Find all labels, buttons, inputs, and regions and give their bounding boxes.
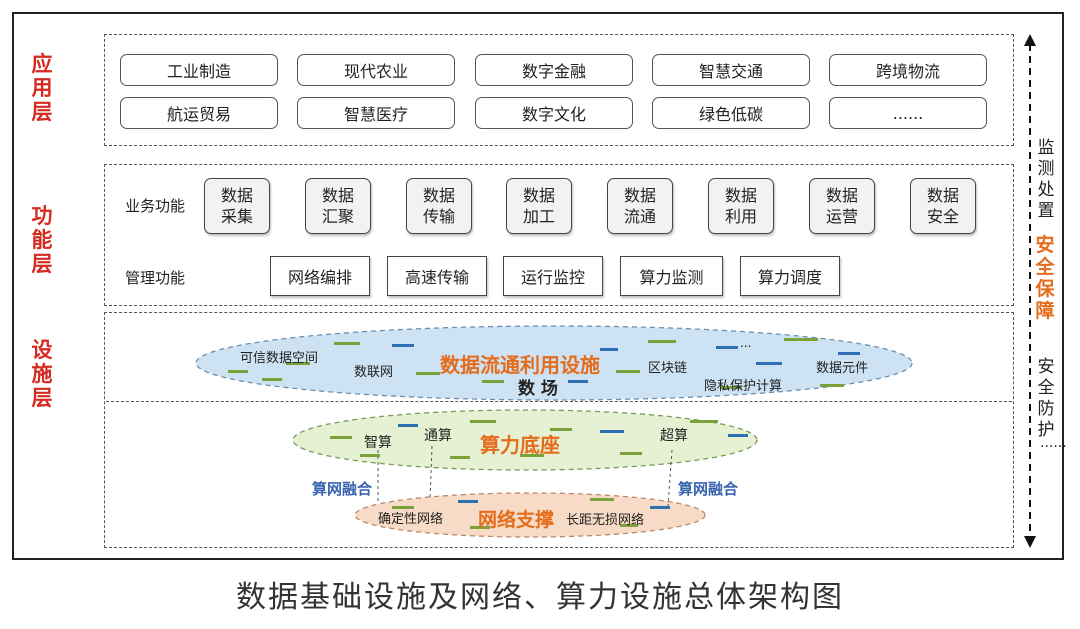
diagram-caption: 数据基础设施及网络、算力设施总体架构图 — [236, 580, 844, 615]
biz-function-line2: 安全 — [926, 207, 959, 226]
biz-function-item: 数据运营 — [809, 178, 875, 234]
vertical-char: 全 — [1035, 256, 1055, 278]
biz-function-label: 业务功能 — [125, 197, 186, 215]
biz-function-line2: 汇聚 — [321, 207, 354, 226]
data-flow-title: 数据流通利用设施 — [440, 353, 600, 377]
layer-label-infra-text: 设施层 — [22, 338, 62, 410]
compute-item-2: 超算 — [660, 428, 688, 444]
vertical-char: 测 — [1037, 159, 1055, 179]
app-layer-box — [104, 34, 1014, 146]
biz-function-line2: 运营 — [825, 207, 858, 226]
vertical-char: 设 — [31, 338, 53, 362]
biz-function-item: 数据加工 — [506, 178, 572, 234]
app-item: 数字金融 — [475, 54, 633, 86]
side-label-more: ...... — [1040, 435, 1067, 451]
side-label-protect: 安全防护 — [1033, 357, 1059, 441]
app-item: ...... — [829, 97, 987, 129]
mgmt-function-item: 高速传输 — [387, 256, 487, 296]
mgmt-function-item: 网络编排 — [270, 256, 370, 296]
app-item: 智慧医疗 — [297, 97, 455, 129]
layer-label-infra: 设施层 — [22, 338, 62, 410]
vertical-char: 层 — [31, 100, 53, 124]
data-field-label: 数 场 — [518, 379, 558, 399]
biz-function-line1: 数据 — [926, 186, 959, 205]
mgmt-function-item: 算力调度 — [740, 256, 840, 296]
biz-function-item: 数据传输 — [406, 178, 472, 234]
app-item: 智慧交通 — [652, 54, 810, 86]
biz-function-line2: 传输 — [422, 207, 455, 226]
biz-function-line1: 数据 — [522, 186, 555, 205]
biz-function-item: 数据利用 — [708, 178, 774, 234]
biz-function-line1: 数据 — [724, 186, 757, 205]
vertical-char: 全 — [1037, 378, 1055, 398]
app-item: 现代农业 — [297, 54, 455, 86]
data-flow-item-4: 数据元件 — [816, 361, 869, 376]
mgmt-function-label: 管理功能 — [125, 269, 186, 287]
vertical-char: 层 — [31, 386, 53, 410]
biz-function-line2: 流通 — [623, 207, 656, 226]
compute-title: 算力底座 — [480, 433, 560, 457]
app-item: 绿色低碳 — [652, 97, 810, 129]
biz-function-line2: 采集 — [220, 207, 253, 226]
vertical-char: 层 — [31, 252, 53, 276]
vertical-char: 监 — [1037, 138, 1055, 158]
app-item: 工业制造 — [120, 54, 278, 86]
vertical-char: 能 — [31, 228, 53, 252]
mgmt-function-item: 算力监测 — [620, 256, 723, 296]
compute-item-1: 通算 — [424, 428, 452, 444]
layer-label-app-text: 应用层 — [22, 52, 62, 124]
app-item: 跨境物流 — [829, 54, 987, 86]
vertical-char: 安 — [1037, 357, 1055, 377]
app-item: 数字文化 — [475, 97, 633, 129]
biz-function-line1: 数据 — [623, 186, 656, 205]
data-flow-item-3: 隐私保护计算 — [704, 379, 783, 394]
data-flow-item-5: ... — [740, 336, 752, 350]
biz-function-item: 数据采集 — [204, 178, 270, 234]
vertical-char: 置 — [1037, 201, 1055, 221]
biz-function-line2: 利用 — [724, 207, 757, 226]
network-item-1: 长距无损网络 — [566, 513, 645, 528]
layer-label-app: 应用层 — [22, 52, 62, 124]
infra-layer-box — [104, 312, 1014, 548]
vertical-char: 保 — [1035, 278, 1055, 300]
biz-function-item: 数据流通 — [607, 178, 673, 234]
layer-label-func-text: 功能层 — [22, 204, 62, 276]
vertical-char: 功 — [31, 204, 53, 228]
side-label-security: 安全保障 — [1032, 234, 1058, 322]
fusion-label-right: 算网融合 — [678, 480, 739, 498]
data-flow-item-2: 区块链 — [648, 361, 688, 376]
biz-function-line2: 加工 — [522, 207, 555, 226]
biz-function-line1: 数据 — [321, 186, 354, 205]
app-item: 航运贸易 — [120, 97, 278, 129]
fusion-label-left: 算网融合 — [312, 480, 373, 498]
mgmt-function-item: 运行监控 — [503, 256, 603, 296]
vertical-char: 用 — [31, 76, 53, 100]
vertical-char: 障 — [1035, 300, 1055, 322]
biz-function-line1: 数据 — [422, 186, 455, 205]
side-label-monitor: 监测处置 — [1033, 138, 1059, 222]
network-title: 网络支撑 — [478, 509, 555, 531]
vertical-char: 安 — [1035, 234, 1055, 256]
network-item-0: 确定性网络 — [378, 512, 444, 527]
compute-item-0: 智算 — [364, 435, 392, 451]
infra-divider — [106, 401, 1012, 402]
biz-function-item: 数据汇聚 — [305, 178, 371, 234]
biz-function-line1: 数据 — [220, 186, 253, 205]
diagram-frame — [12, 12, 1064, 560]
biz-function-item: 数据安全 — [910, 178, 976, 234]
data-flow-item-1: 数联网 — [354, 365, 394, 380]
layer-label-func: 功能层 — [22, 204, 62, 276]
vertical-char: 施 — [31, 362, 53, 386]
vertical-char: 护 — [1037, 420, 1055, 440]
vertical-char: 应 — [31, 52, 53, 76]
vertical-char: 防 — [1037, 399, 1055, 419]
vertical-char: 处 — [1037, 180, 1055, 200]
data-flow-item-0: 可信数据空间 — [240, 351, 319, 366]
func-layer-box — [104, 164, 1014, 306]
biz-function-line1: 数据 — [825, 186, 858, 205]
